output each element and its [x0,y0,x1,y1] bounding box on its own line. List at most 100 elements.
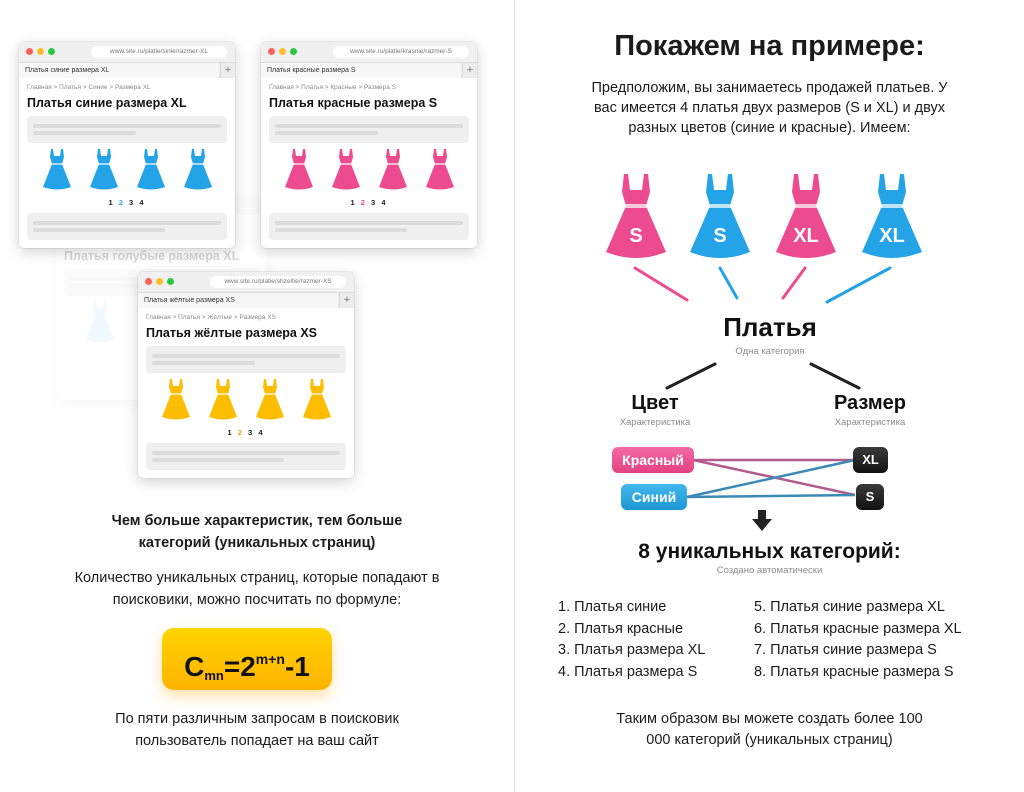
address-bar[interactable]: www.site.ru/platie/sinie/razmer-XL [91,46,227,58]
minimize-dot-icon[interactable] [279,48,286,55]
address-bar[interactable]: www.site.ru/platie/shzeltie/razmer-XS [210,276,346,288]
page-link[interactable]: 4 [258,428,265,437]
browser-tab[interactable]: Платья жёлтые размера XS [138,293,338,308]
pagination: 1 2 3 4 [27,198,227,207]
connector-line [825,266,892,304]
dress-xl-blue-icon: XL [862,174,922,258]
browser-tab[interactable]: Платья красные размера S [261,63,461,78]
page-link-current[interactable]: 2 [237,428,244,437]
dress-icon[interactable] [40,147,74,193]
maximize-dot-icon[interactable] [290,48,297,55]
page-link[interactable]: 3 [129,198,136,207]
list-item: 1. Платья синие [558,599,667,615]
dress-icon[interactable] [423,147,457,193]
placeholder-box [27,213,227,240]
dress-size-label: XL [879,225,905,247]
list-item: 5. Платья синие размера XL [754,599,945,615]
placeholder-box [269,116,469,143]
browser-window-pink: www.site.ru/platie/krasnie/razmer-S Плат… [261,42,477,248]
placeholder-box [146,346,346,373]
dress-icon[interactable] [159,377,193,423]
dress-icon[interactable] [282,147,316,193]
dress-icon[interactable] [329,147,363,193]
category-title: Платья [723,312,817,342]
page-link[interactable]: 1 [108,198,115,207]
formula-eq: =2 [223,651,256,682]
intro-text: Предположим, вы занимаетесь продажей пла… [591,80,948,136]
tab-bar: Платья синие размера XL + [19,62,235,78]
category-subtitle: Одна категория [735,346,805,357]
color-attr-title: Цвет [631,392,679,414]
maximize-dot-icon[interactable] [48,48,55,55]
connector-line [686,458,856,499]
close-dot-icon[interactable] [268,48,275,55]
page-title: Покажем на примере: [614,30,925,62]
color-attr-subtitle: Характеристика [619,417,691,428]
formula-tail: -1 [284,651,310,682]
dress-icon[interactable] [300,377,334,423]
dress-row [27,143,227,195]
placeholder-box [146,443,346,470]
list-item: 3. Платья размера XL [558,642,706,658]
page-link-current[interactable]: 2 [118,198,125,207]
browser-window-blue: www.site.ru/platie/sinie/razmer-XL Плать… [19,42,235,248]
color-chip-blue: Синий [621,484,687,510]
connector-line [781,266,807,300]
dress-icon[interactable] [206,377,240,423]
formula-intro: Количество уникальных страниц, которые п… [74,570,440,608]
dress-s-pink-icon: S [606,174,666,258]
page-link[interactable]: 4 [139,198,146,207]
list-item: 8. Платья красные размера S [754,663,954,680]
size-chip-xl: XL [853,447,888,473]
minimize-dot-icon[interactable] [37,48,44,55]
category-list-right: 5. Платья синие размера XL 6. Платья кра… [754,597,962,683]
placeholder-box [27,116,227,143]
new-tab-icon[interactable]: + [220,63,235,78]
window-page-title: Платья синие размера XL [27,96,187,110]
formula-sub: mn [204,668,224,683]
browser-tab[interactable]: Платья синие размера XL [19,63,219,78]
tab-bar: Платья жёлтые размера XS + [138,292,354,308]
dress-icon[interactable] [253,377,287,423]
window-page-title: Платья жёлтые размера XS [146,326,318,340]
page-link[interactable]: 1 [227,428,234,437]
size-attr-title: Размер [833,392,907,414]
window-page-title: Платья голубые размера XL [64,249,240,263]
page-link[interactable]: 1 [350,198,357,207]
connector-line [686,493,856,499]
list-item: 6. Платья красные размера XL [754,620,962,637]
pagination: 1 2 3 4 [269,198,469,207]
new-tab-icon[interactable]: + [462,63,477,78]
titlebar: www.site.ru/platie/shzeltie/razmer-XS [138,272,354,292]
conclusion-text: Таким образом вы можете создать более 10… [616,711,923,748]
dress-xl-pink-icon: XL [776,174,836,258]
list-item: 4. Платья размера S [558,663,698,680]
color-chip-red: Красный [612,447,694,473]
new-tab-icon[interactable]: + [339,293,354,308]
close-dot-icon[interactable] [26,48,33,55]
page-link[interactable]: 4 [381,198,388,207]
connector-lines [633,266,892,390]
formula-exp: m+n [255,651,285,667]
tab-bar: Платья красные размера S + [261,62,477,78]
dress-icon[interactable] [181,147,215,193]
page-link[interactable]: 3 [248,428,255,437]
list-item: 7. Платья синие размера S [754,642,937,658]
connector-line [665,362,717,390]
minimize-dot-icon[interactable] [156,278,163,285]
page-link-current[interactable]: 2 [360,198,367,207]
page-link[interactable]: 3 [371,198,378,207]
dress-icon[interactable] [134,147,168,193]
address-bar[interactable]: www.site.ru/platie/krasnie/razmer-S [333,46,469,58]
titlebar: www.site.ru/platie/krasnie/razmer-S [261,42,477,62]
formula-badge: Cmn=2m+n-1 [162,628,332,690]
center-divider [514,0,515,792]
left-footer: По пяти различным запросам в поисковик п… [115,711,399,749]
dress-s-blue-icon: S [690,174,750,258]
maximize-dot-icon[interactable] [167,278,174,285]
dress-icon[interactable] [376,147,410,193]
placeholder-box [269,213,469,240]
close-dot-icon[interactable] [145,278,152,285]
dress-icon[interactable] [87,147,121,193]
connector-line [809,362,861,390]
